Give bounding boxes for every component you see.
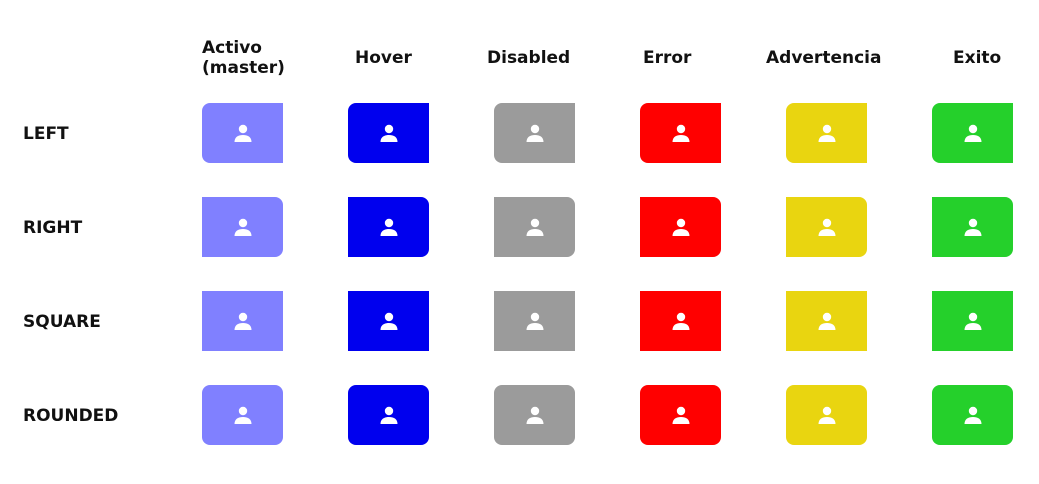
user-icon <box>671 405 691 425</box>
column-header-exito: Exito <box>953 48 1002 68</box>
user-button-right-error[interactable] <box>640 197 721 257</box>
user-icon <box>817 405 837 425</box>
user-icon <box>817 123 837 143</box>
row-label-rounded: ROUNDED <box>23 406 119 426</box>
user-icon <box>817 311 837 331</box>
user-icon <box>525 405 545 425</box>
user-icon <box>963 217 983 237</box>
user-button-square-error[interactable] <box>640 291 721 351</box>
user-button-left-error[interactable] <box>640 103 721 163</box>
user-button-rounded-hover[interactable] <box>348 385 429 445</box>
user-button-left-exito[interactable] <box>932 103 1013 163</box>
user-button-left-activo[interactable] <box>202 103 283 163</box>
user-button-square-hover[interactable] <box>348 291 429 351</box>
user-button-left-advertencia[interactable] <box>786 103 867 163</box>
user-icon <box>671 123 691 143</box>
user-button-square-exito[interactable] <box>932 291 1013 351</box>
user-button-square-advertencia[interactable] <box>786 291 867 351</box>
column-header-activo: Activo (master) <box>202 38 285 78</box>
user-button-right-activo[interactable] <box>202 197 283 257</box>
user-icon <box>379 311 399 331</box>
column-header-advertencia: Advertencia <box>766 48 882 68</box>
user-button-right-disabled[interactable] <box>494 197 575 257</box>
user-button-right-hover[interactable] <box>348 197 429 257</box>
user-icon <box>379 405 399 425</box>
user-icon <box>963 123 983 143</box>
row-label-right: RIGHT <box>23 218 83 238</box>
user-button-rounded-error[interactable] <box>640 385 721 445</box>
row-label-square: SQUARE <box>23 312 101 332</box>
user-button-rounded-activo[interactable] <box>202 385 283 445</box>
user-button-right-advertencia[interactable] <box>786 197 867 257</box>
user-icon <box>963 405 983 425</box>
user-button-left-disabled[interactable] <box>494 103 575 163</box>
user-button-square-disabled[interactable] <box>494 291 575 351</box>
user-icon <box>233 405 253 425</box>
row-label-left: LEFT <box>23 124 69 144</box>
user-icon <box>233 311 253 331</box>
user-icon <box>233 217 253 237</box>
user-button-rounded-exito[interactable] <box>932 385 1013 445</box>
user-icon <box>671 311 691 331</box>
column-header-hover: Hover <box>355 48 412 68</box>
user-icon <box>379 123 399 143</box>
user-icon <box>525 123 545 143</box>
user-icon <box>963 311 983 331</box>
user-icon <box>233 123 253 143</box>
user-icon <box>379 217 399 237</box>
user-button-rounded-advertencia[interactable] <box>786 385 867 445</box>
user-button-right-exito[interactable] <box>932 197 1013 257</box>
user-button-rounded-disabled[interactable] <box>494 385 575 445</box>
user-button-left-hover[interactable] <box>348 103 429 163</box>
user-icon <box>671 217 691 237</box>
user-icon <box>817 217 837 237</box>
column-header-error: Error <box>643 48 692 68</box>
user-icon <box>525 217 545 237</box>
user-icon <box>525 311 545 331</box>
user-button-square-activo[interactable] <box>202 291 283 351</box>
column-header-disabled: Disabled <box>487 48 571 68</box>
